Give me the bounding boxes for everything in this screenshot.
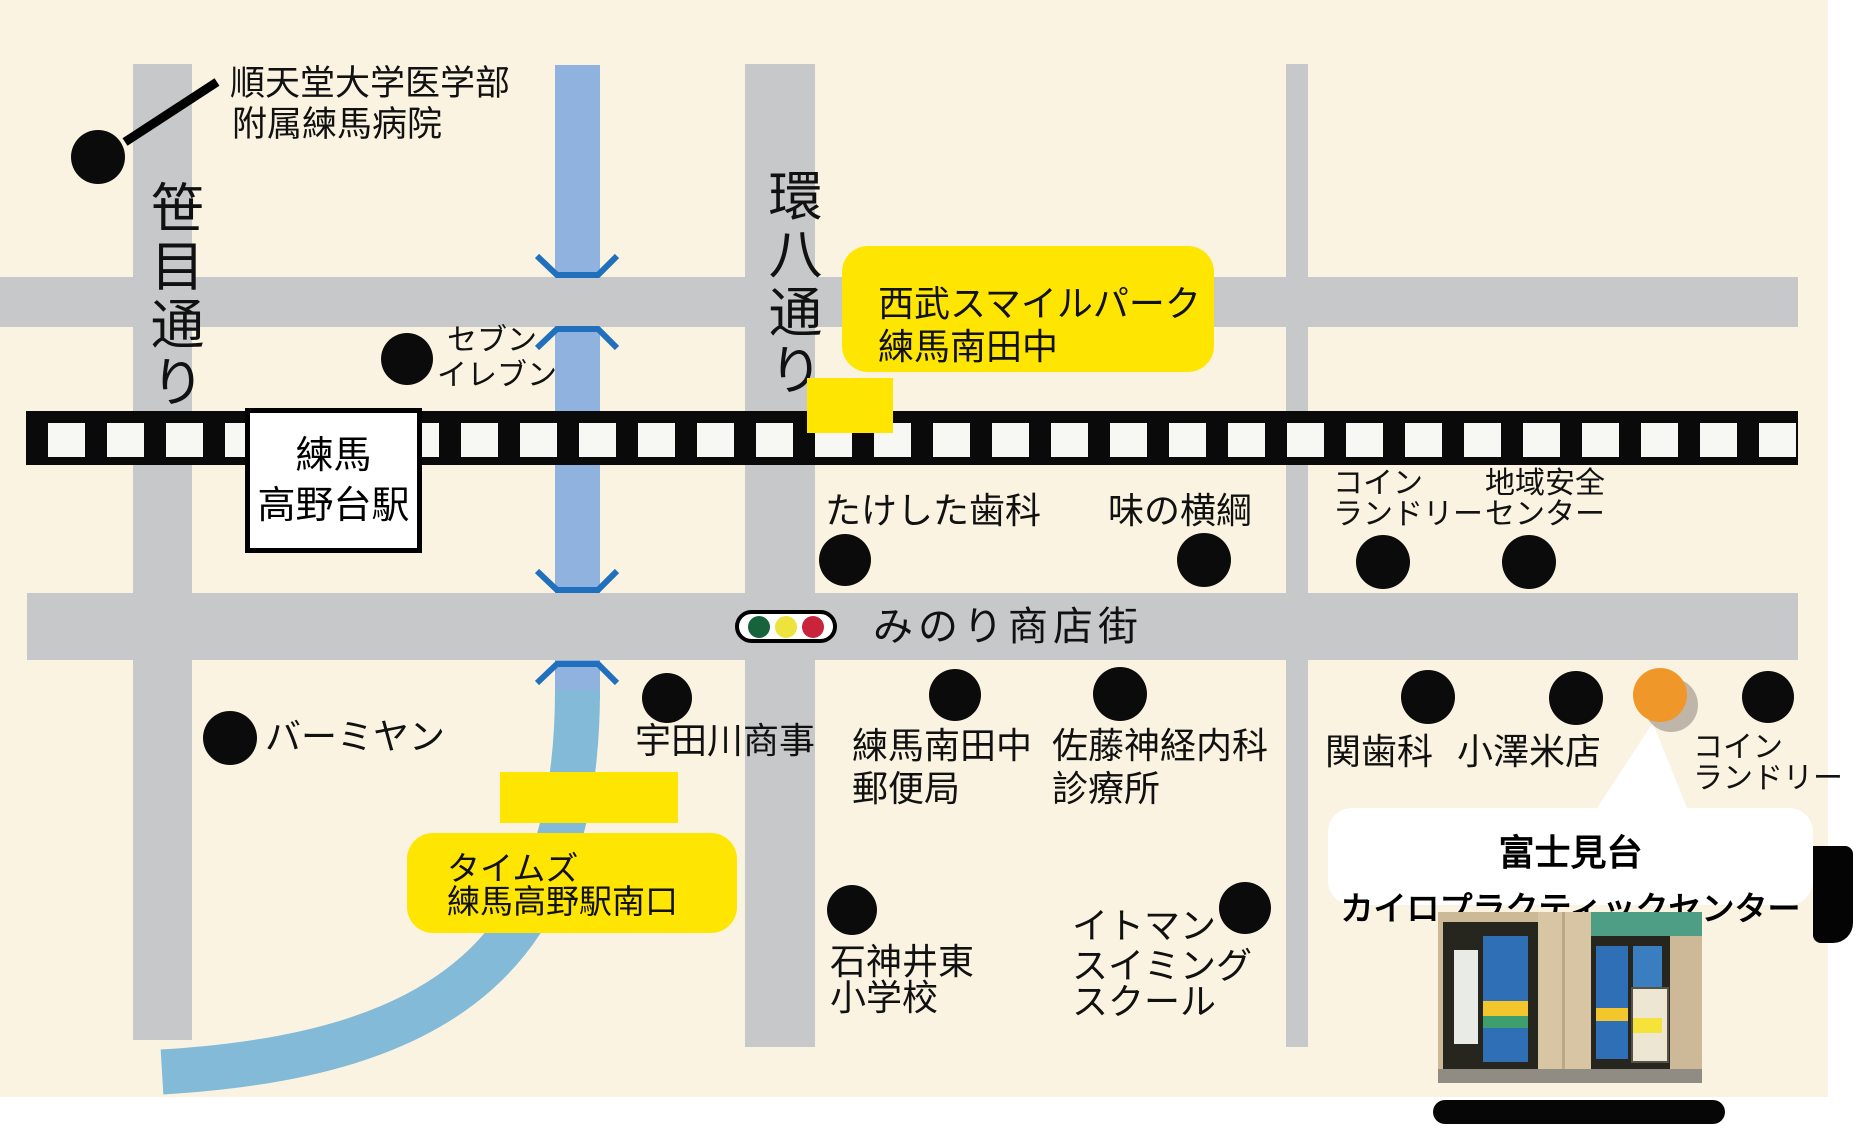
photo-pavement	[1438, 1069, 1702, 1083]
poi-dot-juntendo-hospital	[71, 130, 125, 184]
poi-dot-seven-eleven	[381, 333, 433, 385]
poi-label-minamitanaka-post-office-line2: 郵便局	[852, 769, 961, 810]
poi-dot-shakujii-higashi-elementary	[827, 885, 877, 935]
poi-dot-takeshita-dental	[819, 534, 871, 586]
poi-dot-ozawa-rice-shop	[1549, 671, 1603, 725]
highlight-label-times-parking	[407, 833, 737, 933]
highlight-label-times-parking-line2: 練馬高野駅南口	[447, 881, 678, 921]
poi-label-coin-laundry-north-line1: コイン	[1333, 466, 1423, 501]
destination-callout: 富士見台 カイロプラクティックセンター	[1328, 808, 1813, 928]
traffic-light-green	[747, 615, 770, 638]
street-label-kanpachi-dori: 環八通り	[759, 168, 822, 400]
highlight-label-seibu-smile-park-line1: 西武スマイルパーク	[878, 284, 1201, 325]
street-label-sasame-dori: 笹目通り	[141, 180, 204, 412]
poi-label-udagawa-shoji-line1: 宇田川商事	[635, 721, 816, 762]
photo-pillar-seam	[1562, 912, 1566, 1070]
poi-label-coin-laundry-east-line2: ランドリー	[1693, 761, 1843, 796]
poi-dot-minamitanaka-post-office	[929, 669, 981, 721]
photo-left-poster-stripe2	[1482, 1016, 1528, 1029]
station-name-line2: 高野台駅	[257, 482, 410, 527]
highlight-label-times-parking-line1: タイムズ	[447, 848, 579, 888]
street-label-minori: みのり商店街	[873, 604, 1143, 650]
destination-dot	[1633, 668, 1687, 722]
poi-dot-coin-laundry-east	[1742, 671, 1794, 723]
photo-shadow	[1433, 1100, 1725, 1124]
station-name-line1: 練馬	[295, 433, 372, 478]
photo-right-poster-stripe	[1596, 1007, 1629, 1022]
photo-standing-sign-stripe	[1633, 1018, 1663, 1034]
poi-label-sato-neurology-clinic-line2: 診療所	[1052, 769, 1161, 810]
callout-shadow	[1813, 846, 1853, 943]
poi-label-shakujii-higashi-elementary-line2: 小学校	[830, 978, 939, 1019]
poi-dot-itoman-swimming-school	[1219, 882, 1271, 934]
poi-dot-sato-neurology-clinic	[1093, 667, 1147, 721]
poi-label-ozawa-rice-shop-line1: 小澤米店	[1457, 732, 1602, 773]
poi-label-itoman-swimming-school-line2: スイミング	[1072, 946, 1253, 987]
highlight-mark-station-north-lot	[807, 378, 893, 433]
destination-name-line1: 富士見台	[1498, 833, 1643, 874]
poi-label-coin-laundry-east-line1: コイン	[1693, 730, 1783, 765]
poi-label-aji-no-yokozuna-line1: 味の横綱	[1108, 491, 1253, 532]
photo-left-poster-stripe	[1482, 1000, 1528, 1017]
poi-dot-bamiyan	[203, 711, 257, 765]
traffic-light-icon	[735, 610, 837, 643]
poi-label-bamiyan-line1: バーミヤン	[265, 717, 446, 758]
poi-label-minamitanaka-post-office-line1: 練馬南田中	[852, 726, 1033, 767]
highlight-label-seibu-smile-park	[842, 246, 1214, 372]
photo-left-poster-white	[1453, 949, 1478, 1044]
photo-left-poster-blue	[1482, 935, 1528, 1063]
storefront-photo	[1438, 912, 1702, 1083]
poi-dot-chiiki-anzen-center	[1502, 535, 1556, 589]
poi-label-juntendo-hospital-line2: 附属練馬病院	[232, 104, 443, 145]
road-road-right	[1286, 64, 1308, 1047]
road-road-kanpachi	[745, 64, 815, 1047]
poi-dot-seki-dental	[1401, 670, 1455, 724]
poi-label-seven-eleven-line1: セブン	[447, 323, 537, 358]
photo-green-sign	[1575, 912, 1702, 936]
road-road-sasame	[133, 64, 192, 1040]
poi-label-itoman-swimming-school-line1: イトマン	[1072, 906, 1217, 947]
poi-label-seki-dental-line1: 関歯科	[1325, 732, 1434, 773]
poi-label-juntendo-hospital-line1: 順天堂大学医学部	[230, 63, 511, 104]
road-road-minori	[27, 593, 1798, 660]
poi-dot-aji-no-yokozuna	[1177, 533, 1231, 587]
poi-label-sato-neurology-clinic-line1: 佐藤神経内科	[1052, 726, 1269, 767]
poi-dot-udagawa-shoji	[642, 673, 692, 723]
traffic-light-red	[802, 615, 825, 638]
traffic-light-yellow	[774, 615, 797, 638]
station-box-nerima-takanodai: 練馬高野台駅	[245, 408, 422, 553]
poi-label-itoman-swimming-school-line3: スクール	[1072, 982, 1217, 1023]
photo-right-poster-blue	[1596, 946, 1629, 1060]
highlight-mark-times-lot	[500, 772, 678, 823]
poi-dot-coin-laundry-north	[1356, 535, 1410, 589]
poi-label-shakujii-higashi-elementary-line1: 石神井東	[830, 942, 975, 983]
poi-label-coin-laundry-north-line2: ランドリー	[1333, 497, 1483, 532]
highlight-label-seibu-smile-park-line2: 練馬南田中	[878, 327, 1059, 368]
poi-label-chiiki-anzen-center-line1: 地域安全	[1485, 466, 1605, 501]
poi-label-chiiki-anzen-center-line2: センター	[1485, 497, 1605, 532]
poi-label-takeshita-dental-line1: たけした歯科	[825, 491, 1042, 532]
poi-label-seven-eleven-line2: イレブン	[437, 358, 557, 393]
